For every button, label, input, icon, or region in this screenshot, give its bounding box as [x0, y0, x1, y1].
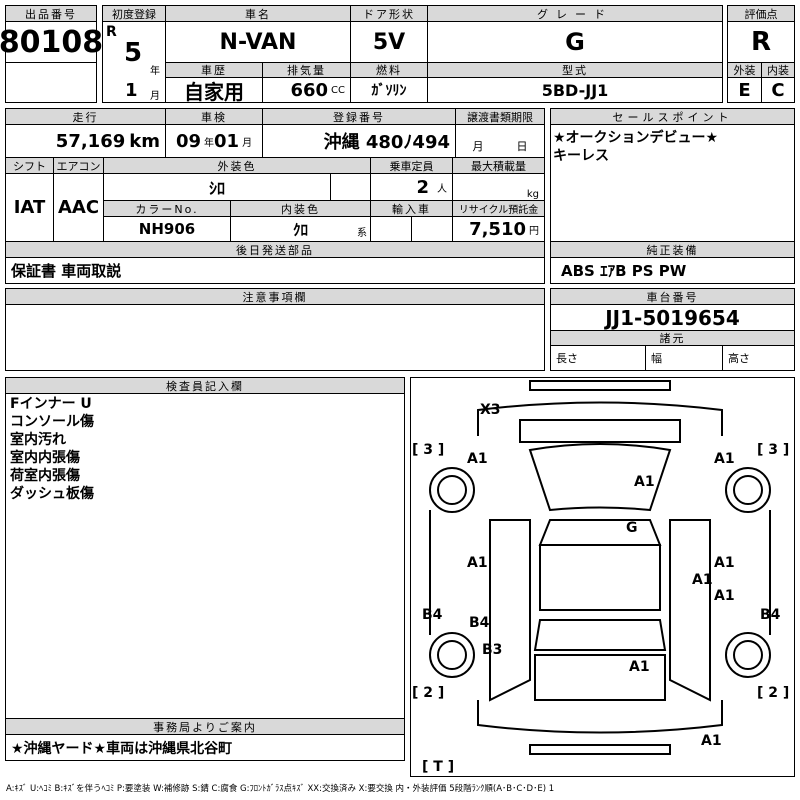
- wheel-fr: [725, 467, 771, 513]
- mark: G: [626, 520, 638, 536]
- front-outline: [477, 401, 723, 436]
- mark: [ 3 ]: [757, 442, 789, 458]
- docs-label: 譲渡書類期限: [455, 108, 545, 125]
- hood-shape: [528, 443, 672, 512]
- mark: A1: [714, 588, 735, 604]
- side-sills: [429, 510, 771, 635]
- inspector-line: 荷室内張傷: [10, 468, 80, 484]
- mark: [ 2 ]: [757, 685, 789, 701]
- recycle-fee: 7,510: [469, 218, 526, 240]
- sales-point: キーレス: [553, 148, 609, 164]
- legend: A:ｷｽﾞ U:ﾍｺﾐ B:ｷｽﾞを伴うﾍｺﾐ P:要塗装 W:補修跡 S:錆 …: [6, 784, 555, 794]
- load-unit: kg: [526, 189, 539, 200]
- score-label: 評価点: [727, 5, 795, 22]
- wheel-rr: [725, 632, 771, 678]
- mark: A1: [467, 451, 488, 467]
- inspector-line: 室内内張傷: [10, 450, 80, 466]
- mileage: 57,169: [55, 130, 126, 152]
- mark: [ 3 ]: [412, 442, 444, 458]
- km-unit: km: [129, 130, 160, 152]
- displacement-label: 排気量: [262, 62, 351, 78]
- mark: B4: [422, 607, 443, 623]
- office-note: ★沖縄ヤード★車両は沖縄県北谷町: [5, 734, 405, 761]
- mark: A1: [714, 451, 735, 467]
- era: R: [106, 24, 117, 40]
- rear-window-shape: [533, 619, 667, 651]
- insp-year: 09: [175, 130, 201, 152]
- month-unit: 月: [242, 137, 253, 149]
- front-bumper-shape: [529, 380, 671, 391]
- wheel-fl: [429, 467, 475, 513]
- docs-month: 月: [472, 140, 484, 153]
- mark: [ T ]: [422, 759, 454, 775]
- capacity-unit: 人: [437, 183, 447, 195]
- right-side-shape: [669, 519, 711, 702]
- rear-bumper-shape: [529, 744, 671, 755]
- height-label: 高さ: [722, 345, 795, 371]
- grille-shape: [519, 419, 681, 443]
- reg-year: 5: [124, 38, 143, 68]
- interior-color: ｸﾛ: [292, 220, 308, 239]
- int-grade: C: [761, 77, 795, 103]
- sales-point: ★オークションデビュー★: [553, 130, 719, 146]
- wheel-rl: [429, 632, 475, 678]
- mark: X3: [480, 402, 501, 418]
- notes-content: [5, 304, 545, 371]
- yen-unit: 円: [529, 225, 539, 237]
- month-unit: 月: [150, 91, 160, 102]
- lot-empty: [5, 62, 97, 103]
- mark: A1: [634, 474, 655, 490]
- load-label: 最大積載量: [452, 157, 545, 174]
- left-side-shape: [489, 519, 531, 702]
- car-diagram-box: [410, 377, 795, 777]
- docs-day: 日: [516, 140, 528, 153]
- mark: A1: [701, 733, 722, 749]
- year-unit: 年: [150, 66, 160, 77]
- mark: B4: [760, 607, 781, 623]
- mark: A1: [714, 555, 735, 571]
- history: 自家用: [165, 77, 263, 104]
- insp-month: 01: [214, 130, 240, 152]
- mark: A1: [467, 555, 488, 571]
- mark: B4: [469, 615, 490, 631]
- damage-marks: X3 [ 3 ] A1 [ 3 ] A1 A1 G A1 A1 A1 A1 B4…: [412, 402, 789, 775]
- mark: A1: [692, 572, 713, 588]
- rear-outline: [477, 700, 723, 734]
- cc-unit: CC: [331, 84, 345, 96]
- windshield-shape: [538, 519, 662, 546]
- model-code: 5BD-JJ1: [427, 77, 723, 103]
- mark: [ 2 ]: [412, 685, 444, 701]
- inspector-line: 室内汚れ: [10, 432, 66, 448]
- inspector-line: ダッシュ板傷: [10, 486, 94, 502]
- reg-month: 1: [125, 80, 138, 101]
- capacity: 2: [416, 176, 429, 198]
- rear-hatch-shape: [534, 654, 666, 701]
- inspector-line: コンソール傷: [10, 414, 94, 430]
- parts-value: 保証書 車両取説: [5, 257, 545, 284]
- spec-label: 諸元: [550, 330, 795, 346]
- mark: A1: [629, 659, 650, 675]
- equip-value: ABS ｴｱB PS PW: [550, 257, 795, 284]
- displacement: 660: [290, 79, 329, 101]
- history-label: 車歴: [165, 62, 263, 78]
- year-unit: 年: [204, 137, 214, 149]
- roof-shape: [539, 544, 661, 611]
- inspector-line: Fインナー U: [10, 396, 92, 412]
- mark: B3: [482, 642, 502, 658]
- int-color-unit: 系: [357, 228, 367, 239]
